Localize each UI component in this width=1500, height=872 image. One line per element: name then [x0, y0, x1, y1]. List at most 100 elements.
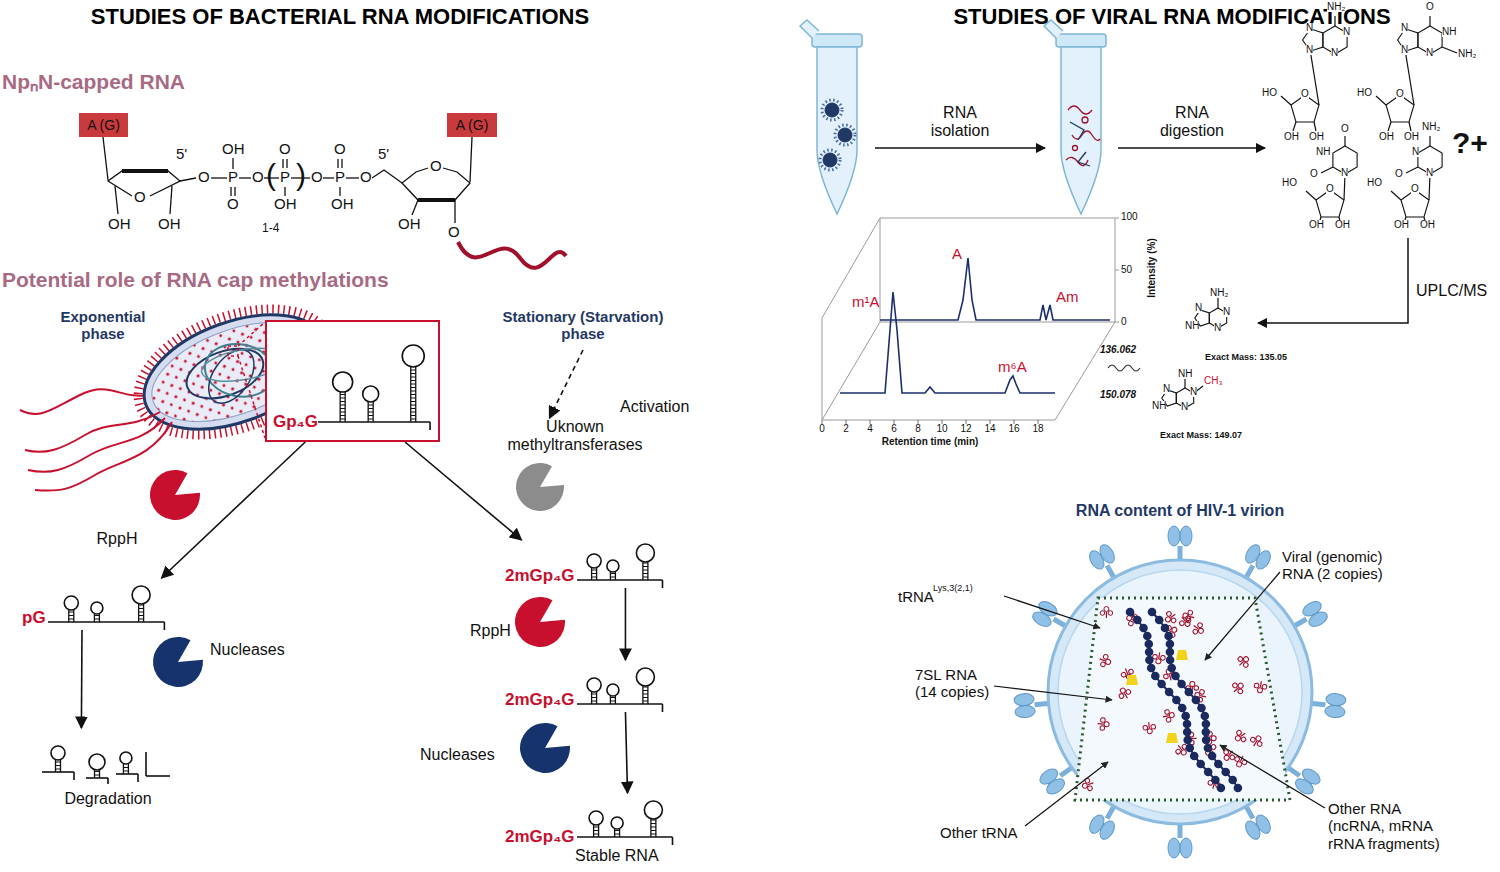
text-label: N	[1426, 48, 1433, 58]
cap-structure-bonds	[211, 177, 227, 178]
trna-symbol	[1182, 609, 1196, 624]
ring	[1386, 95, 1414, 122]
text-label: OH	[1420, 220, 1435, 230]
trna-symbol	[1199, 689, 1204, 694]
bond-line	[1170, 675, 1172, 681]
trna-symbol	[1237, 682, 1244, 689]
axis-ticks	[822, 420, 1038, 424]
bond-line	[138, 612, 143, 613]
trna-symbol	[1105, 659, 1111, 665]
tubes	[825, 103, 839, 117]
flagella	[35, 422, 172, 491]
cap-structure-bonds	[286, 159, 287, 168]
cap-structure-bonds	[232, 158, 233, 169]
trna-symbol	[1100, 718, 1105, 723]
trna-symbol	[1254, 683, 1259, 688]
text-label: OH	[108, 216, 131, 233]
text-label: 10	[936, 423, 947, 435]
genomic-rna-bead	[1181, 712, 1190, 721]
bond-line	[411, 408, 416, 409]
bond-line	[1260, 681, 1262, 687]
bond-line	[340, 415, 345, 416]
trna-symbol	[1166, 717, 1171, 722]
trna-symbol	[1100, 661, 1106, 667]
bond-line	[642, 690, 647, 691]
trna-symbol	[1082, 783, 1088, 789]
text-label: NH₂	[1422, 122, 1440, 132]
ring	[1316, 190, 1344, 217]
cap-structure-bonds	[470, 137, 472, 182]
bond-line	[610, 697, 615, 698]
chromatogram-frame	[1115, 218, 1119, 219]
trna-symbol	[1108, 611, 1113, 616]
degradation-fragments: Degradation	[38, 728, 178, 816]
genomic-rna-bead	[1204, 744, 1213, 753]
trna-symbol	[1128, 669, 1134, 675]
bond-line	[340, 408, 345, 409]
bond-line	[1217, 298, 1218, 308]
genomic-rna-bead	[1202, 736, 1211, 745]
envelope-spike	[1253, 548, 1273, 571]
envelope-spike	[1243, 818, 1263, 841]
bond-line	[116, 773, 138, 775]
trna-symbol	[1240, 736, 1246, 742]
flagella	[25, 412, 160, 452]
bond-line	[145, 752, 147, 776]
bond-line	[340, 394, 345, 395]
text-label: O	[1395, 169, 1403, 179]
envelope-spike	[1036, 599, 1059, 619]
bond-line	[95, 775, 100, 776]
text-label: Other tRNA	[940, 824, 1018, 841]
chromatogram-frame	[822, 218, 1119, 420]
text-label: Intensity (%)	[1146, 238, 1158, 297]
bond-line	[1158, 652, 1160, 658]
trna-symbol	[1211, 736, 1216, 741]
bond-line	[1106, 612, 1107, 618]
bond-line	[344, 392, 345, 422]
text-label: RNA isolation	[915, 104, 1005, 141]
bond-line	[411, 373, 416, 374]
bond-line	[368, 419, 373, 420]
bond-line	[1200, 696, 1206, 697]
text-label: N	[1190, 387, 1197, 397]
text-label: STUDIES OF VIRAL RNA MODIFICATIONS	[953, 4, 1390, 29]
trna-symbol	[1262, 684, 1267, 689]
cap-structure-bonds	[454, 200, 455, 223]
bond-line	[339, 392, 340, 422]
node-text: A (G)	[456, 117, 489, 133]
flagella	[28, 418, 165, 472]
genomic-rna-bead	[1196, 760, 1205, 769]
text-label: OH	[1394, 220, 1409, 230]
rna-loop	[51, 746, 65, 760]
bond-line	[1281, 96, 1291, 105]
zoom-lines	[238, 322, 265, 346]
rna-strand	[458, 242, 566, 268]
text-label: N	[1214, 323, 1221, 333]
bond-line	[411, 415, 416, 416]
rna-molecule: 2mGp₄G	[505, 660, 670, 712]
genomic-rna-bead	[1221, 768, 1230, 777]
enzyme-symbol	[516, 463, 564, 511]
trna-symbol	[1100, 611, 1105, 616]
envelope-spike	[1306, 609, 1329, 629]
bacterium	[20, 389, 150, 414]
flow-arrows	[1258, 238, 1408, 323]
envelope-spike	[1087, 542, 1118, 571]
trna-symbol	[1236, 761, 1243, 768]
callout-leaders	[1025, 762, 1108, 826]
genomic-rna-bead	[1126, 608, 1135, 617]
ring	[1291, 95, 1319, 122]
trna-symbol	[1194, 686, 1199, 691]
chromatogram-traces	[880, 258, 1110, 320]
trna-symbol	[1087, 785, 1093, 791]
trna-symbol	[1235, 653, 1252, 670]
trna-symbol	[1257, 687, 1263, 693]
node-text: pG	[22, 608, 46, 628]
rna-loop	[636, 544, 654, 562]
rna-loop	[333, 372, 353, 392]
bond-line	[128, 764, 129, 774]
node-text: 2mGp₄G	[505, 827, 575, 847]
bond-line	[650, 830, 655, 831]
genomic-rna	[1152, 612, 1238, 788]
text-label: Exact Mass: 149.07	[1160, 430, 1242, 440]
